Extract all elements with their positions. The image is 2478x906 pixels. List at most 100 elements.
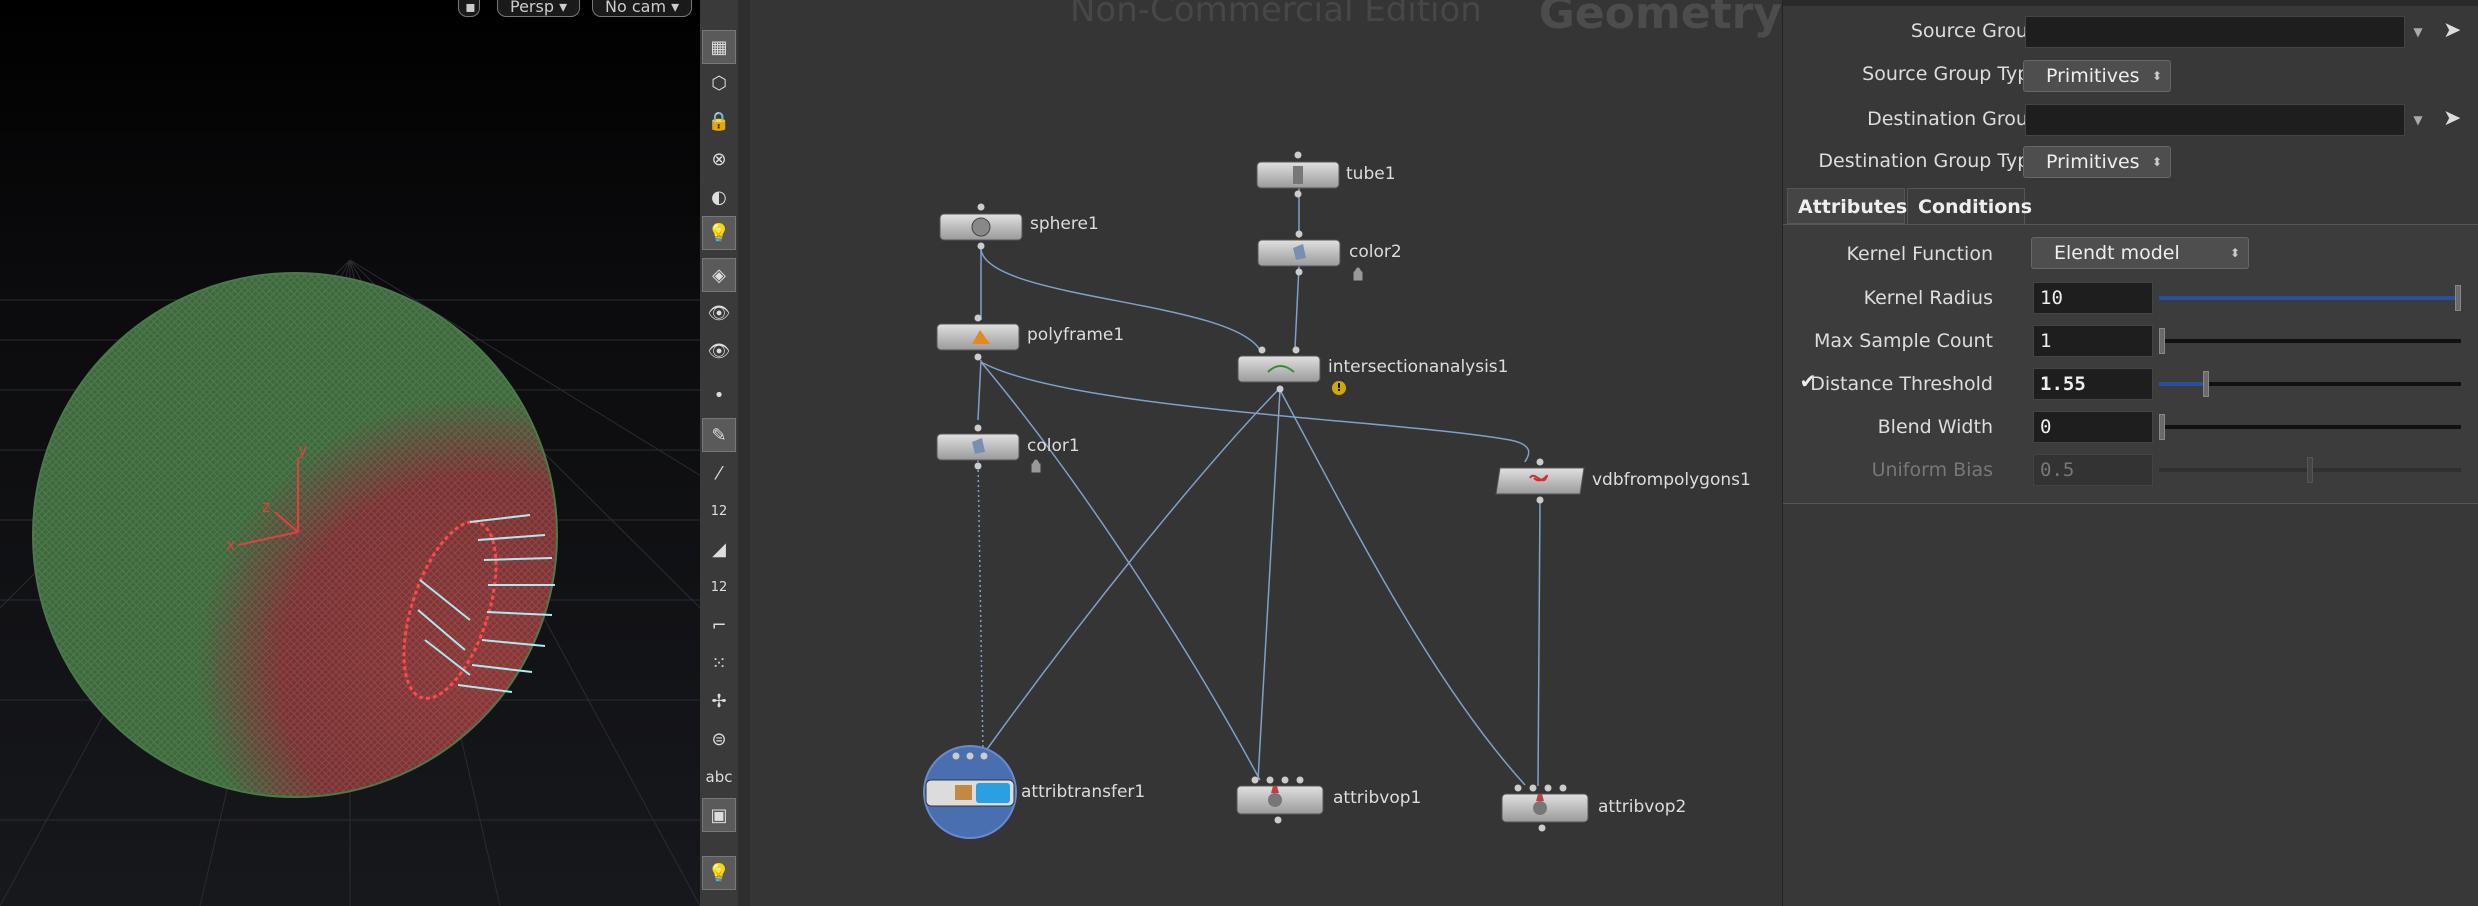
handle-display-icon[interactable]: ✢ xyxy=(711,690,727,712)
slider-handle xyxy=(2307,457,2313,483)
point-number-icon[interactable]: 12 xyxy=(710,579,728,595)
sphere-geometry[interactable] xyxy=(0,0,700,906)
guide-display-icon[interactable]: ⊜ xyxy=(711,728,727,750)
node-label-intersectionanalysis1: intersectionanalysis1 xyxy=(1328,357,1509,377)
lock-icon[interactable]: 🔒 xyxy=(707,110,731,132)
scene-viewport[interactable]: y x z ▪ Persp ▾ No cam ▾ xyxy=(0,0,700,906)
uniform-bias-field: 0.5 xyxy=(2033,454,2153,486)
node-vdbfrompolygons1[interactable] xyxy=(1495,458,1585,504)
normal-display-icon[interactable]: ✎ xyxy=(702,418,736,452)
slider-handle[interactable] xyxy=(2159,414,2165,440)
parameter-editor: Source Group ▼ ➤ Source Group Type Primi… xyxy=(1782,0,2478,906)
viewport-canvas[interactable]: y x z xyxy=(0,0,700,906)
distance-threshold-field[interactable]: 1.55 xyxy=(2033,368,2153,400)
source-group-select-arrow-icon[interactable]: ➤ xyxy=(2443,18,2462,43)
source-group-dropdown-icon[interactable]: ▼ xyxy=(2413,25,2423,39)
viewport-toolbar: ▦ ⬡ 🔒 ⊗ ◐ 💡 ◈ 👁 👁 • ✎ ⁄ 12 ◢ 12 ⌐ ⁙ ✢ ⊜ … xyxy=(700,0,739,906)
ghost-icon[interactable]: ⊗ xyxy=(711,148,727,170)
template-icon[interactable]: 👁 xyxy=(707,340,731,362)
primitive-normal-icon[interactable]: ◢ xyxy=(712,538,726,560)
vector-display-icon[interactable]: ⁄ xyxy=(717,462,721,484)
uv-display-icon[interactable]: ⁙ xyxy=(711,652,727,674)
destination-group-field[interactable] xyxy=(2025,104,2405,136)
slider-fill xyxy=(2159,296,2461,300)
display-options-icon[interactable]: ◈ xyxy=(702,258,736,292)
node-label-sphere1: sphere1 xyxy=(1030,214,1099,234)
node-attribvop2[interactable] xyxy=(1501,784,1589,832)
warning-icon[interactable]: ! xyxy=(1332,381,1346,395)
updown-icon: ⬍ xyxy=(2151,69,2162,83)
max-sample-count-slider[interactable] xyxy=(2159,328,2461,354)
snap-icon[interactable]: ⬡ xyxy=(711,72,727,94)
shading-icon[interactable]: ◐ xyxy=(711,186,727,208)
kernel-radius-slider[interactable] xyxy=(2159,285,2461,311)
point-display-icon[interactable]: • xyxy=(713,384,725,406)
edition-watermark: Non-Commercial Edition xyxy=(1070,0,1482,30)
kernel-radius-field[interactable]: 10 xyxy=(2033,282,2153,314)
node-label-polyframe1: polyframe1 xyxy=(1027,325,1125,345)
network-editor[interactable]: Non-Commercial Edition Geometry xyxy=(750,0,1782,906)
updown-icon: ⬍ xyxy=(2151,155,2162,169)
source-group-field[interactable] xyxy=(2025,16,2405,48)
destination-group-label: Destination Group xyxy=(1867,108,2040,130)
blend-width-field[interactable]: 0 xyxy=(2033,411,2153,443)
distance-threshold-slider[interactable] xyxy=(2159,371,2461,397)
view-menu[interactable]: Persp ▾ xyxy=(497,0,581,17)
select-mode-icon[interactable]: ▦ xyxy=(702,30,736,64)
uniform-bias-label: Uniform Bias xyxy=(1871,459,1993,481)
node-label-color1: color1 xyxy=(1027,436,1080,456)
destination-group-type-label: Destination Group Type xyxy=(1818,150,2041,172)
network-context-label: Geometry xyxy=(1538,0,1782,39)
destination-group-type-menu[interactable]: Primitives⬍ xyxy=(2023,146,2171,178)
light-icon[interactable]: 💡 xyxy=(702,216,736,250)
node-sphere1[interactable] xyxy=(939,203,1023,250)
tab-attributes[interactable]: Attributes xyxy=(1787,188,1907,224)
viewport-lock-button[interactable]: ▪ xyxy=(458,0,480,17)
visibility-icon[interactable]: 👁 xyxy=(707,302,731,324)
blend-width-label: Blend Width xyxy=(1877,416,1993,438)
node-polyframe1[interactable] xyxy=(936,314,1020,361)
node-intersectionanalysis1[interactable] xyxy=(1237,346,1321,393)
svg-text:z: z xyxy=(262,497,270,516)
pane-splitter[interactable] xyxy=(738,0,750,906)
slider-handle[interactable] xyxy=(2455,285,2461,311)
camera-menu[interactable]: No cam ▾ xyxy=(592,0,693,17)
node-label-attribtransfer1: attribtransfer1 xyxy=(1021,782,1146,802)
tab-conditions[interactable]: Conditions xyxy=(1907,188,2032,224)
slider-handle[interactable] xyxy=(2202,371,2209,397)
source-group-type-label: Source Group Type xyxy=(1862,63,2041,85)
check-icon: ✔ xyxy=(1799,369,1817,393)
node-graph xyxy=(923,151,1589,839)
node-color1[interactable] xyxy=(936,424,1020,470)
text-display-icon[interactable]: abc xyxy=(705,768,733,786)
updown-icon: ⬍ xyxy=(2229,246,2240,260)
slider-fill xyxy=(2159,382,2206,386)
source-group-type-menu[interactable]: Primitives⬍ xyxy=(2023,60,2171,92)
intersection-ring xyxy=(402,514,555,700)
uniform-bias-slider xyxy=(2159,457,2461,483)
node-label-vdbfrompolygons1: vdbfrompolygons1 xyxy=(1592,470,1751,490)
slider-fill xyxy=(2159,468,2310,472)
distance-threshold-checkbox[interactable]: ✔ xyxy=(1797,370,1819,392)
svg-text:x: x xyxy=(226,535,235,554)
kernel-function-menu[interactable]: Elendt model⬍ xyxy=(2031,237,2249,269)
edge-display-icon[interactable]: ⌐ xyxy=(711,614,727,636)
color1-lock-icon xyxy=(1031,459,1041,473)
node-wires xyxy=(977,170,1541,787)
light-link-icon[interactable]: 💡 xyxy=(702,856,736,890)
node-label-tube1: tube1 xyxy=(1346,164,1396,184)
color2-lock-icon xyxy=(1353,267,1363,281)
node-tube1[interactable] xyxy=(1256,151,1340,198)
node-attribvop1[interactable] xyxy=(1236,776,1324,824)
source-group-label: Source Group xyxy=(1910,20,2040,42)
particle-size-icon[interactable]: 12 xyxy=(710,503,728,519)
blend-width-slider[interactable] xyxy=(2159,414,2461,440)
background-image-icon[interactable]: ▣ xyxy=(702,798,736,832)
node-label-attribvop2: attribvop2 xyxy=(1598,797,1687,817)
destination-group-select-arrow-icon[interactable]: ➤ xyxy=(2443,106,2462,131)
max-sample-count-field[interactable]: 1 xyxy=(2033,325,2153,357)
node-attribtransfer1[interactable] xyxy=(923,745,1017,839)
node-color2[interactable] xyxy=(1257,230,1341,276)
destination-group-dropdown-icon[interactable]: ▼ xyxy=(2413,113,2423,127)
slider-handle[interactable] xyxy=(2159,328,2165,354)
